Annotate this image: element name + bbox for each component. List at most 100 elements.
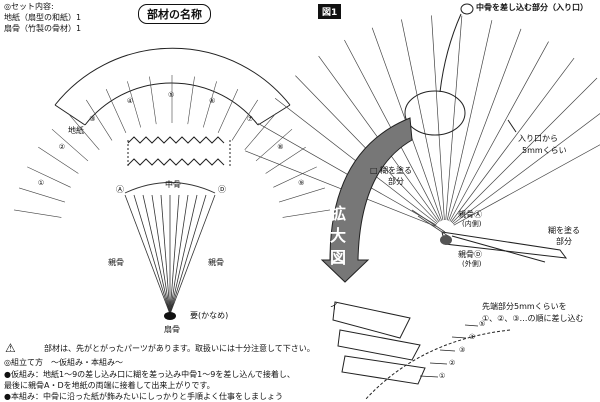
label-senkotsu: 扇骨 xyxy=(164,325,180,334)
label-oyabone-A: 親骨Ⓐ xyxy=(458,210,482,219)
label-oyabone-D-sub: (外側) xyxy=(462,260,482,268)
kakudaizu-2: 大 xyxy=(330,226,347,245)
rib-fan xyxy=(124,182,216,194)
rib-number: ③ xyxy=(89,115,96,124)
label-iriguchi-2: 5mmくらい xyxy=(522,146,567,155)
fan-pleat-line xyxy=(18,187,66,203)
fan-pleat-line xyxy=(255,128,293,162)
fan-pleat-line xyxy=(217,89,239,134)
zigzag-bottom xyxy=(127,158,225,166)
rib-line xyxy=(169,194,180,315)
insert-detail xyxy=(332,301,426,385)
fan-pleat-line xyxy=(27,166,71,188)
right-fan-line xyxy=(445,15,463,221)
right-fan-line xyxy=(244,150,436,227)
oyabone-pivot xyxy=(440,235,452,245)
insert-arrow xyxy=(439,13,462,93)
label-tip-1: 先端部分5mmくらいを xyxy=(482,302,567,311)
zigzag-top xyxy=(127,136,225,144)
right-fan-line xyxy=(450,57,575,223)
rib-line xyxy=(169,194,198,315)
insert-number: ⑤ xyxy=(479,320,486,328)
label-glue2-1: 糊を塗る xyxy=(548,226,580,235)
label-oyabone-left: 親骨 xyxy=(108,258,124,267)
fan-pleat-line xyxy=(231,99,258,141)
right-fan-line xyxy=(448,28,522,221)
fan-pleat-line xyxy=(149,76,157,125)
rib-number: ⑤ xyxy=(168,91,175,99)
fan-pleat-line xyxy=(67,113,100,151)
fan-pleat-line xyxy=(13,209,62,218)
label-glue1-badge: □ xyxy=(370,166,378,175)
right-fan-line xyxy=(452,113,600,225)
right-fan-line xyxy=(431,15,445,221)
kakudaizu-3: 図 xyxy=(330,248,347,267)
set-contents-header: ◎セット内容: xyxy=(4,2,54,11)
fan-pleat-line xyxy=(38,146,79,174)
warning-text: 部材は、先がとがったパーツがあります。取扱いには十分注意して下さい。 xyxy=(44,344,315,353)
label-A: Ⓐ xyxy=(116,185,124,194)
rib-number: ④ xyxy=(126,97,134,106)
fan-paper xyxy=(54,47,291,126)
insert-number: ① xyxy=(439,372,446,380)
warning-icon: ⚠ xyxy=(5,341,16,355)
set-contents-item-2: 扇骨（竹製の骨材）1 xyxy=(4,24,82,33)
label-glue2-2: 部分 xyxy=(556,237,572,246)
right-fan-line xyxy=(453,144,600,226)
assembly-line-2: 最後に親骨A・Dを地紙の両端に接着して出来上がりです。 xyxy=(4,381,215,390)
set-contents-item-1: 地紙（扇型の和紙）1 xyxy=(4,13,82,22)
right-fan-line xyxy=(449,41,549,222)
zoom-arrow xyxy=(320,117,413,283)
fan-pleat-line xyxy=(273,166,317,188)
rib-curve xyxy=(364,329,511,400)
parts-title: 部材の名称 xyxy=(138,4,211,24)
label-kaname: 要(かなめ) xyxy=(190,311,229,320)
fan-pleat-line xyxy=(187,76,195,125)
rib-number: ⑧ xyxy=(277,143,284,152)
label-glue1-1: 糊を塗る xyxy=(380,166,412,175)
rib-line xyxy=(142,194,171,315)
rib-line xyxy=(169,194,189,315)
label-tip-2: ①、②、③…の順に差し込む xyxy=(482,314,584,323)
insert-detail-bubble xyxy=(460,3,474,15)
label-D: Ⓓ xyxy=(218,185,226,194)
label-nakabone: 中骨 xyxy=(165,180,181,189)
fan-pleat-line xyxy=(51,128,89,162)
insert-number: ④ xyxy=(469,333,476,341)
rib-line xyxy=(169,194,216,315)
label-insert-part: 中骨を差し込む部分（入り口） xyxy=(476,3,588,12)
kakudaizu-1: 拡 xyxy=(330,204,347,223)
fan-pleat-line xyxy=(265,146,306,174)
label-oyabone-right: 親骨 xyxy=(208,258,224,267)
right-fan-line xyxy=(446,20,493,221)
rib-lines xyxy=(124,194,216,315)
right-fan xyxy=(244,15,600,227)
fan-pleat-line xyxy=(282,209,331,218)
insert-ring xyxy=(404,90,466,136)
fan-paper-pleats xyxy=(13,75,331,218)
right-fan-line xyxy=(451,77,598,224)
kaname-pivot xyxy=(164,312,176,320)
right-fan-line xyxy=(401,19,444,221)
label-oyabone-D: 親骨Ⓓ xyxy=(458,250,482,259)
rib-line xyxy=(151,194,171,315)
label-iriguchi-1: 入り口から xyxy=(518,134,558,143)
mm-marker xyxy=(507,119,517,133)
label-jigami: 地紙 xyxy=(68,126,84,135)
label-i: イ xyxy=(330,302,338,311)
rib-number: ② xyxy=(58,143,66,152)
rib-line xyxy=(133,194,171,315)
fan-pleat-line xyxy=(278,187,326,203)
fan-pleat-line xyxy=(244,113,277,151)
assembly-header: ◎組立て方 ～仮組み・本組み～ xyxy=(4,358,123,367)
fan-pleat-line xyxy=(127,81,142,128)
rib-number: ① xyxy=(37,179,45,188)
label-glue1-2: 部分 xyxy=(388,177,404,186)
rib-line xyxy=(160,194,171,315)
assembly-line-3: ●本組み：中骨に沿った紙が飾みたいにしっかりと手順よく仕事をしましょう xyxy=(4,392,283,401)
fan-pleat-line xyxy=(202,81,217,128)
figure-label: 図1 xyxy=(318,4,342,19)
rib-number: ⑦ xyxy=(246,115,253,124)
rib-line xyxy=(169,194,207,315)
